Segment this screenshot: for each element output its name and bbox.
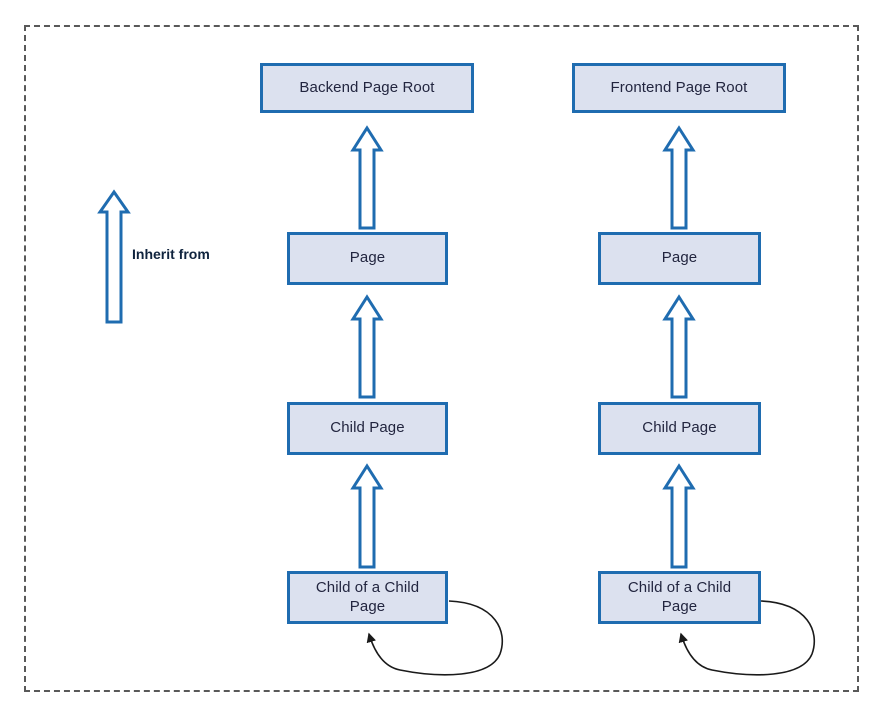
node-label: Frontend Page Root	[610, 78, 748, 96]
node-frontend-page-root[interactable]: Frontend Page Root	[572, 63, 786, 113]
node-backend-page-root[interactable]: Backend Page Root	[260, 63, 474, 113]
node-backend-child-page[interactable]: Child Page	[287, 402, 448, 455]
node-frontend-child-of-child-page[interactable]: Child of a Child Page	[598, 571, 761, 624]
node-label: Child of a Child Page	[627, 578, 732, 615]
node-label: Page	[661, 249, 698, 267]
node-backend-page[interactable]: Page	[287, 232, 448, 285]
node-label: Child of a Child Page	[315, 578, 420, 615]
diagram-dashed-frame	[24, 25, 859, 692]
node-label: Backend Page Root	[299, 78, 435, 96]
node-label: Child Page	[330, 419, 405, 437]
legend-label: Inherit from	[132, 246, 210, 262]
node-frontend-page[interactable]: Page	[598, 232, 761, 285]
node-label: Child Page	[642, 419, 717, 437]
node-backend-child-of-child-page[interactable]: Child of a Child Page	[287, 571, 448, 624]
node-frontend-child-page[interactable]: Child Page	[598, 402, 761, 455]
node-label: Page	[349, 249, 386, 267]
